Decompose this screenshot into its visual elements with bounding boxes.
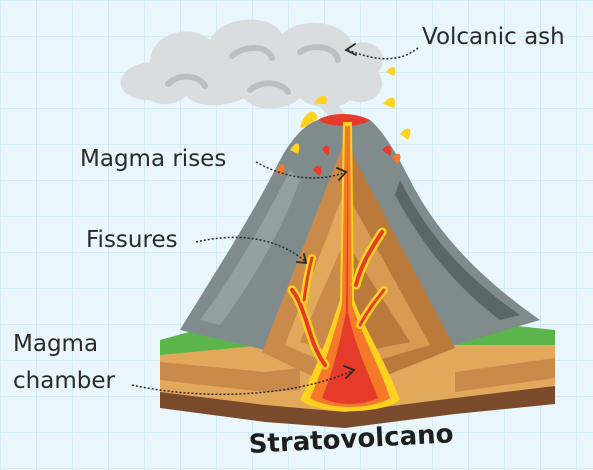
- label-magma-rises: Magma rises: [80, 148, 226, 171]
- label-volcanic-ash: Volcanic ash: [422, 26, 565, 49]
- label-fissures: Fissures: [86, 229, 178, 252]
- label-magma-chamber-line2: chamber: [13, 370, 115, 393]
- ash-cloud: [121, 20, 383, 122]
- label-magma-chamber-line1: Magma: [13, 333, 98, 356]
